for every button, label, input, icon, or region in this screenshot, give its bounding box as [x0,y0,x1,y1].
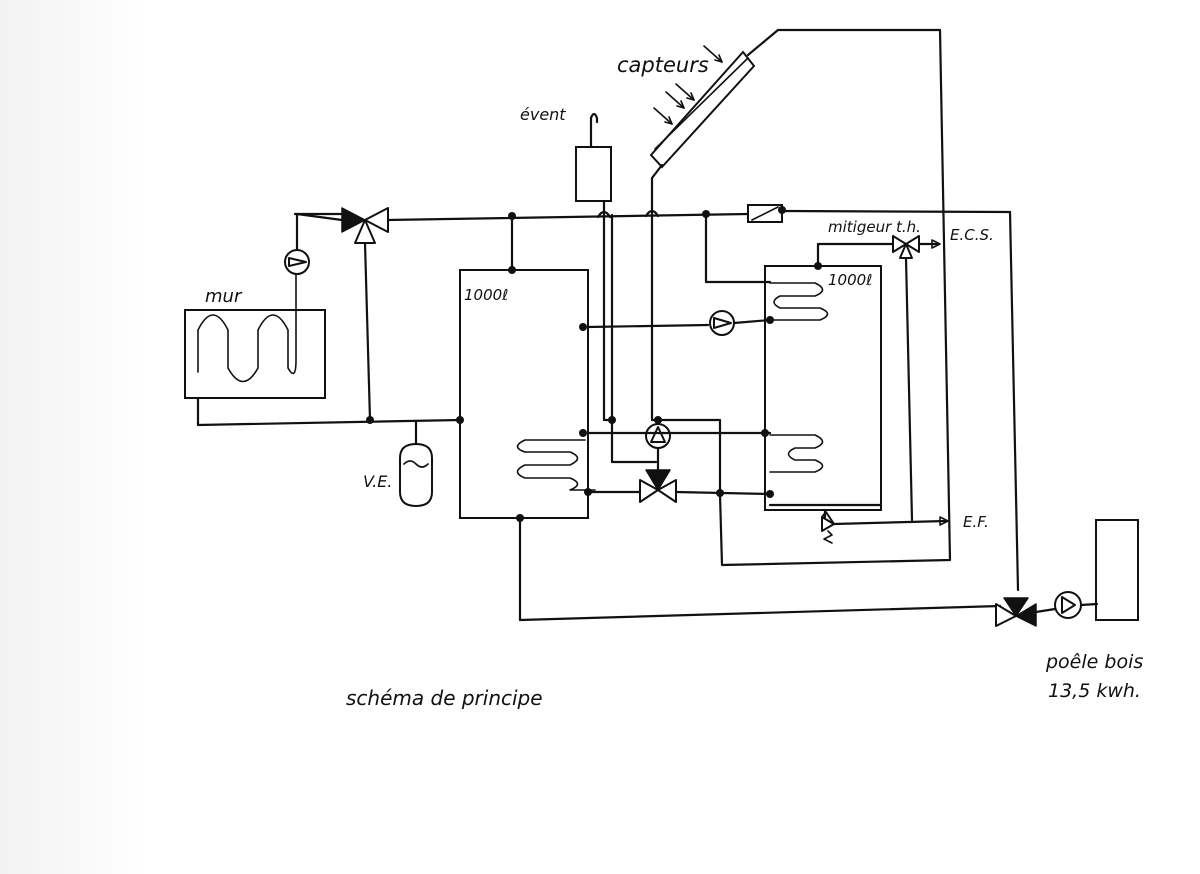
three-way-valve-center [639,469,677,503]
heated-wall [184,271,326,399]
label-tank-left-volume: 1000ℓ [464,286,508,304]
circulator-pump-dhw [709,310,735,336]
pipe-junctions [366,206,822,522]
circulator-pump-stove [1054,591,1082,619]
label-ve: V.E. [363,472,392,491]
solar-loop-pipes [602,213,722,495]
storage-tank-left [459,269,596,519]
thermostatic-mixing-valve [892,235,920,259]
solar-collector [649,50,756,169]
scan-margin-shadow [0,0,148,874]
label-event: évent [520,105,566,124]
circulator-pump-wall [284,249,310,275]
label-poele-line2: 13,5 kwh. [1048,680,1141,702]
three-way-valve-stove [995,597,1037,627]
label-ef: E.F. [963,513,989,531]
three-way-valve-left [341,207,389,244]
expansion-vessel [399,420,433,508]
label-ecs: E.C.S. [950,226,994,244]
sun-ray-arrows [653,45,723,125]
label-capteurs: capteurs [617,53,709,77]
flow-meter [747,204,783,223]
safety-valve [821,511,835,544]
diagram-title: schéma de principe [346,686,543,710]
label-mur: mur [205,286,243,307]
vent-pot [575,112,612,202]
collector-return-pipe [718,28,952,567]
label-tank-right-volume: 1000ℓ [828,271,872,289]
wood-stove [1095,519,1139,621]
label-poele-line1: poêle bois [1045,651,1143,673]
collector-supply-pipe [650,163,664,217]
circulator-pump-solar [645,423,671,449]
storage-tank-right [764,265,882,511]
label-mitigeur: mitigeur t.h. [828,218,921,236]
